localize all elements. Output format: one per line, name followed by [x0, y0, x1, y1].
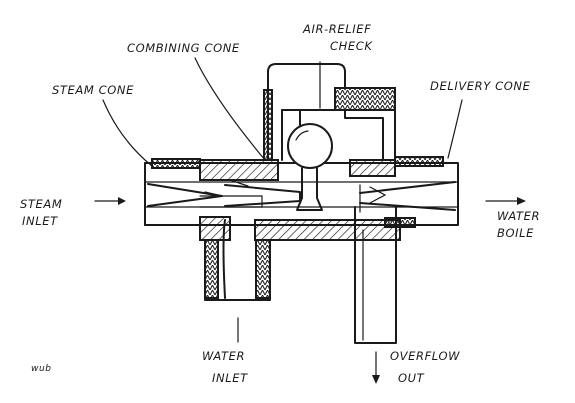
ball-check-valve [287, 123, 333, 211]
water-inlet-pipe [204, 219, 271, 301]
overflow-out-label-line2: OUT [398, 371, 425, 385]
flow-arrows [94, 197, 526, 384]
combining-cone-label: COMBINING CONE [127, 41, 240, 55]
steam-inlet-label-line2: INLET [22, 214, 58, 228]
water-inlet-label-line1: WATER [202, 349, 245, 363]
delivery-cone-label: DELIVERY CONE [430, 79, 531, 93]
steam-cone [147, 183, 263, 208]
overflow-pipe [354, 206, 397, 344]
water-inlet-label-line2: INLET [212, 371, 248, 385]
air-relief-label-line1: AIR-RELIEF [302, 22, 371, 36]
signature: wub [31, 364, 52, 374]
water-boiler-label-line2: BOILE [497, 226, 534, 240]
leader-lines [102, 57, 463, 167]
air-relief-check-housing [263, 63, 396, 161]
steam-coupling-thread [151, 158, 201, 169]
delivery-coupling-thread [394, 156, 444, 167]
delivery-cone-leader [447, 99, 463, 159]
steam-cone-label: STEAM CONE [52, 83, 134, 97]
injector-body [144, 156, 459, 241]
steam-cone-leader [102, 99, 153, 167]
combining-cone [224, 179, 301, 207]
water-boiler-label-line1: WATER [497, 209, 540, 223]
steam-inlet-label-line1: STEAM [20, 197, 62, 211]
overflow-out-label-line1: OVERFLOW [390, 349, 460, 363]
delivery-cone [359, 181, 456, 213]
air-relief-label-line2: CHECK [330, 39, 373, 53]
combining-cone-leader [194, 57, 266, 161]
